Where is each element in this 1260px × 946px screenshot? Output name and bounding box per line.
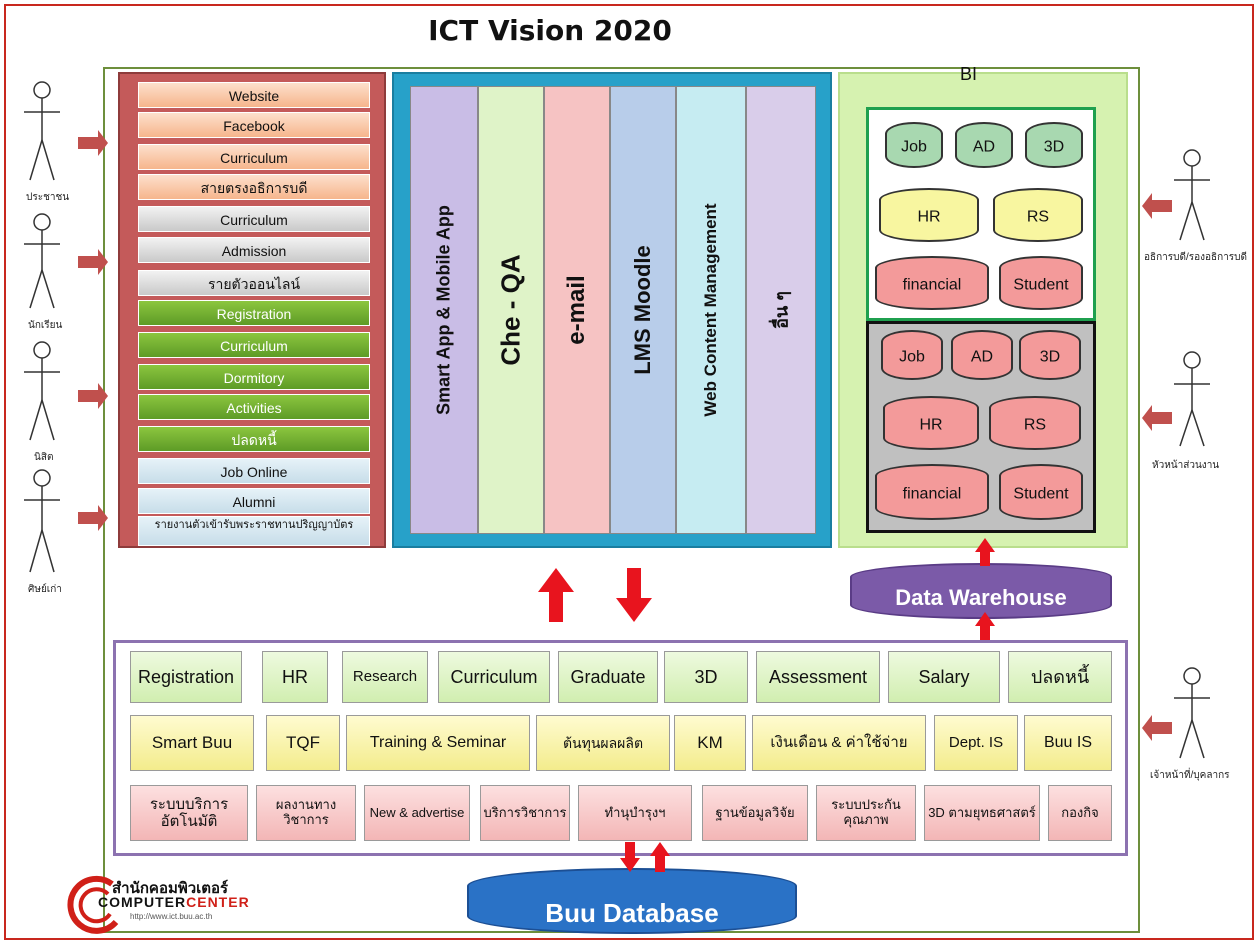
system-box: กองกิจ [1048, 785, 1112, 841]
bi-label: BI [960, 64, 978, 84]
actor-label: นักเรียน [28, 320, 63, 331]
bi-cylinder: financial [875, 256, 989, 310]
system-box: ทำนุบำรุงฯ [578, 785, 692, 841]
person-icon [24, 469, 60, 573]
service-column: Smart App & Mobile App [410, 86, 478, 534]
bi-cylinder: 3D [1025, 122, 1083, 168]
portal-item: Registration [138, 300, 370, 326]
system-box: Smart Buu [130, 715, 254, 771]
system-box: Buu IS [1024, 715, 1112, 771]
portal-item: สายตรงอธิการบดี [138, 174, 370, 200]
portal-item: Website [138, 82, 370, 108]
person-icon [24, 341, 60, 441]
portal-item: Dormitory [138, 364, 370, 390]
portal-panel: Website Facebook Curriculum สายตรงอธิการ… [118, 72, 386, 548]
portal-item: ปลดหนี้ [138, 426, 370, 452]
system-box: บริการวิชาการ [480, 785, 570, 841]
system-box: KM [674, 715, 746, 771]
system-box: Curriculum [438, 651, 550, 703]
system-box: Research [342, 651, 428, 703]
right-actor-arrows [1142, 193, 1172, 741]
actor-label: ศิษย์เก่า [28, 584, 62, 595]
bi-cylinder: Job [885, 122, 943, 168]
actor-label: อธิการบดี/รองอธิการบดี [1144, 252, 1248, 263]
system-box: ผลงานทางวิชาการ [256, 785, 356, 841]
bi-cylinder: financial [875, 464, 989, 520]
actor-label: ประชาชน [26, 192, 70, 203]
bi-group-bottom: Job AD 3D HR RS financial Student [866, 321, 1096, 533]
bi-cylinder: AD [955, 122, 1013, 168]
portal-item: รายตัวออนไลน์ [138, 270, 370, 296]
system-box: ฐานข้อมูลวิจัย [702, 785, 808, 841]
bi-cylinder: HR [879, 188, 979, 242]
bi-cylinder: RS [989, 396, 1081, 450]
actor-label: นิสิต [34, 452, 54, 463]
portal-item: Activities [138, 394, 370, 420]
bi-cylinder: HR [883, 396, 979, 450]
bi-cylinder: Job [881, 330, 943, 380]
portal-item: Curriculum [138, 332, 370, 358]
service-column: Web Content Management [676, 86, 746, 534]
person-icon [24, 213, 60, 309]
portal-item: Job Online [138, 458, 370, 484]
down-arrow-icon [620, 842, 640, 872]
system-box: Salary [888, 651, 1000, 703]
up-arrow-icon [538, 568, 574, 622]
portal-item: Facebook [138, 112, 370, 138]
bi-cylinder: 3D [1019, 330, 1081, 380]
actor-label: หัวหน้าส่วนงาน [1152, 460, 1220, 471]
actor-label: เจ้าหน้าที่/บุคลากร [1150, 770, 1230, 781]
system-box: Dept. IS [934, 715, 1018, 771]
system-box: New & advertise [364, 785, 470, 841]
system-box: เงินเดือน & ค่าใช้จ่าย [752, 715, 926, 771]
system-box: ต้นทุนผลผลิต [536, 715, 670, 771]
system-box: ปลดหนี้ [1008, 651, 1112, 703]
service-column: Che - QA [478, 86, 544, 534]
person-icon [1174, 149, 1210, 241]
up-arrow-icon [650, 842, 670, 872]
data-warehouse: Data Warehouse [850, 563, 1112, 619]
bi-cylinder: AD [951, 330, 1013, 380]
left-actor-arrows [78, 130, 108, 531]
services-panel: Smart App & Mobile App Che - QA e-mail L… [392, 72, 832, 548]
person-icon [1174, 667, 1210, 759]
down-arrow-icon [616, 568, 652, 622]
bi-cylinder: RS [993, 188, 1083, 242]
system-box: Graduate [558, 651, 658, 703]
person-icon [1174, 351, 1210, 447]
portal-item: Alumni [138, 488, 370, 514]
bi-cylinder: Student [999, 256, 1083, 310]
system-box: Registration [130, 651, 242, 703]
up-arrow-icon [975, 538, 995, 566]
system-box: 3D ตามยุทธศาสตร์ [924, 785, 1040, 841]
system-box: TQF [266, 715, 340, 771]
service-column: อื่น ๆ [746, 86, 816, 534]
actor-icons [24, 81, 1210, 759]
bi-group-top: Job AD 3D HR RS financial Student [866, 107, 1096, 321]
person-icon [24, 81, 60, 181]
systems-panel: Registration HR Research Curriculum Grad… [113, 640, 1128, 856]
portal-item: รายงานตัวเข้ารับพระราชทานปริญญาบัตร [138, 516, 370, 546]
bi-cylinder: Student [999, 464, 1083, 520]
system-box: 3D [664, 651, 748, 703]
portal-item: Curriculum [138, 206, 370, 232]
up-arrow-icon [975, 612, 995, 640]
system-box: ระบบบริการอัตโนมัติ [130, 785, 248, 841]
portal-item: Curriculum [138, 144, 370, 170]
system-box: Assessment [756, 651, 880, 703]
system-box: HR [262, 651, 328, 703]
diagram-title: ICT Vision 2020 [428, 14, 672, 47]
system-box: Training & Seminar [346, 715, 530, 771]
computer-center-logo: สำนักคอมพิวเตอร์ COMPUTERCENTER http://w… [62, 872, 282, 936]
portal-item: Admission [138, 237, 370, 263]
logo-icon [67, 875, 119, 934]
service-column: LMS Moodle [610, 86, 676, 534]
diagram-frame [4, 4, 1254, 940]
system-box: ระบบประกันคุณภาพ [816, 785, 916, 841]
service-column: e-mail [544, 86, 610, 534]
